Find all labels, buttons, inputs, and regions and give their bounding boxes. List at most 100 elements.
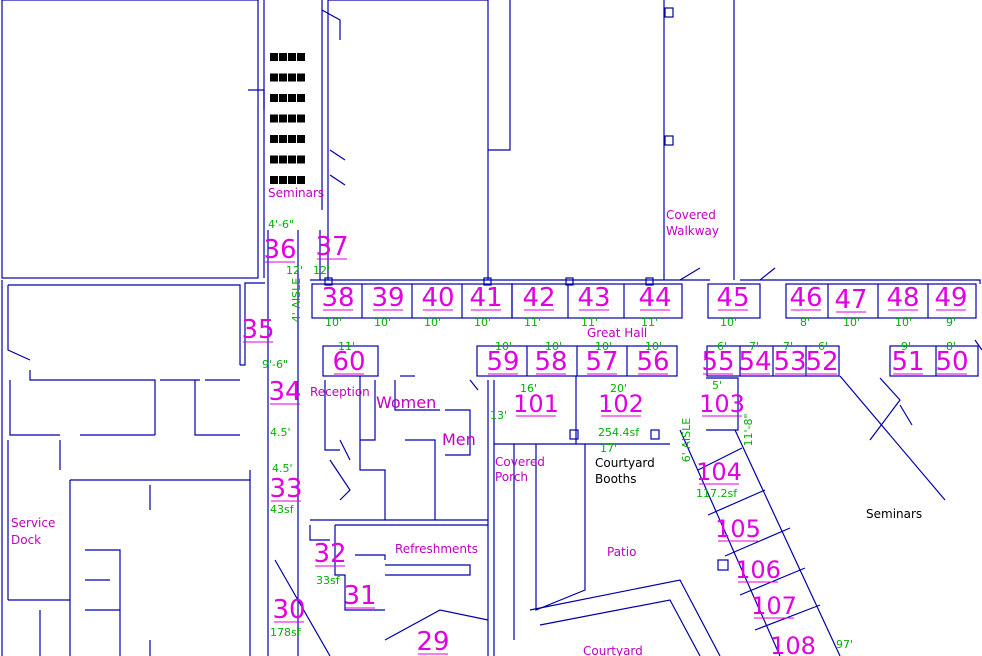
- dimension-label: 8': [946, 340, 956, 353]
- room-label: Seminars: [268, 186, 324, 200]
- chair-icon: [270, 53, 278, 61]
- chair-icon: [297, 114, 305, 123]
- dimension-label-vertical: 6' AISLE: [680, 418, 693, 462]
- chair-icon: [288, 73, 296, 82]
- area-label: Booths: [595, 472, 636, 486]
- area-label: Seminars: [866, 507, 922, 521]
- room-label: Dock: [11, 533, 41, 547]
- chair-icon: [297, 53, 305, 61]
- booth-number: 49: [934, 283, 967, 313]
- dimension-label: 10': [895, 316, 912, 329]
- dimension-label: 33sf: [316, 574, 341, 587]
- booth-number: 106: [735, 556, 781, 584]
- booth-number: 101: [513, 390, 559, 418]
- dimension-label: 4'-6": [268, 218, 294, 231]
- dimension-label: 10': [374, 316, 391, 329]
- booth-number: 50: [935, 347, 968, 377]
- dimension-label-vertical: 4' AISLE: [290, 278, 303, 322]
- booth-number: 45: [716, 283, 749, 313]
- booth-number: 43: [577, 283, 610, 313]
- dimension-label: 9'-6": [262, 358, 288, 371]
- dimension-label: 20': [610, 382, 627, 395]
- chair-icon: [288, 114, 296, 123]
- chair-icon: [288, 155, 296, 164]
- chair-icon: [279, 94, 287, 102]
- dimension-label: 6': [717, 340, 727, 353]
- dimension-label: 17': [600, 442, 617, 455]
- dimension-label: 10': [495, 340, 512, 353]
- chair-icon: [288, 94, 296, 102]
- dimension-label: 7': [749, 340, 759, 353]
- dimension-label: 10': [424, 316, 441, 329]
- dimension-label: 10': [545, 340, 562, 353]
- booth-number: 57: [585, 347, 618, 377]
- dimension-label: 13': [490, 409, 507, 422]
- booth-number: 103: [699, 390, 745, 418]
- dimension-label: 7': [783, 340, 793, 353]
- booth-number: 29: [416, 627, 449, 656]
- booth-number: 47: [834, 285, 867, 315]
- room-label: Covered: [495, 455, 545, 469]
- room-label: Patio: [607, 545, 636, 559]
- booth-number: 39: [371, 283, 404, 313]
- booth-number: 44: [638, 283, 671, 313]
- booth-number: 48: [886, 283, 919, 313]
- booth-number: 108: [770, 632, 816, 656]
- chair-icon: [270, 155, 278, 164]
- dimension-label: 11': [581, 316, 598, 329]
- booth-number: 37: [315, 232, 348, 262]
- booth-number: 33: [269, 474, 302, 504]
- dimension-label: 11': [524, 316, 541, 329]
- dimension-label: 12': [286, 264, 303, 277]
- booth-number: 51: [891, 347, 924, 377]
- dimension-label: 16': [520, 382, 537, 395]
- booth-number: 56: [636, 347, 669, 377]
- dimension-label: 6': [818, 340, 828, 353]
- booth-number: 105: [715, 515, 761, 543]
- dimension-label: 10': [325, 316, 342, 329]
- booth-number: 30: [272, 595, 305, 625]
- chair-icon: [279, 53, 287, 61]
- dimension-label: 9': [901, 340, 911, 353]
- chair-icon: [297, 135, 305, 143]
- chair-icon: [279, 155, 287, 164]
- booth-number: 34: [268, 377, 301, 407]
- chair-icon: [270, 135, 278, 143]
- booth-number: 36: [263, 235, 296, 265]
- room-label: Courtyard: [583, 644, 643, 656]
- booth-number: 32: [313, 539, 346, 569]
- dimension-label: 97': [836, 638, 853, 651]
- room-label: Great Hall: [587, 326, 647, 340]
- dimension-label: 9': [946, 316, 956, 329]
- dimension-label: 5': [712, 379, 722, 392]
- chair-icon: [270, 73, 278, 82]
- booth-number: 35: [241, 315, 274, 345]
- chair-icon: [297, 94, 305, 102]
- booth-number: 58: [534, 347, 567, 377]
- chair-icon: [270, 176, 278, 184]
- booth-number: 54: [738, 347, 771, 377]
- booth-number: 104: [696, 458, 742, 486]
- booth-number: 42: [522, 283, 555, 313]
- chair-icon: [288, 53, 296, 61]
- booth-number: 40: [421, 283, 454, 313]
- booth-number: 41: [469, 283, 502, 313]
- chair-icon: [279, 176, 287, 184]
- dimension-label-vertical: 11'-8": [742, 413, 755, 446]
- chair-icon: [279, 73, 287, 82]
- dimension-label: 12': [313, 264, 330, 277]
- booth-number: 59: [486, 347, 519, 377]
- room-label: Refreshments: [395, 542, 478, 556]
- booth-number: 107: [751, 592, 797, 620]
- chair-icon: [270, 94, 278, 102]
- booth-number: 60: [332, 347, 365, 377]
- booth-number: 31: [343, 581, 376, 611]
- chair-icon: [297, 155, 305, 164]
- chair-icon: [279, 114, 287, 123]
- room-label: Walkway: [666, 224, 719, 238]
